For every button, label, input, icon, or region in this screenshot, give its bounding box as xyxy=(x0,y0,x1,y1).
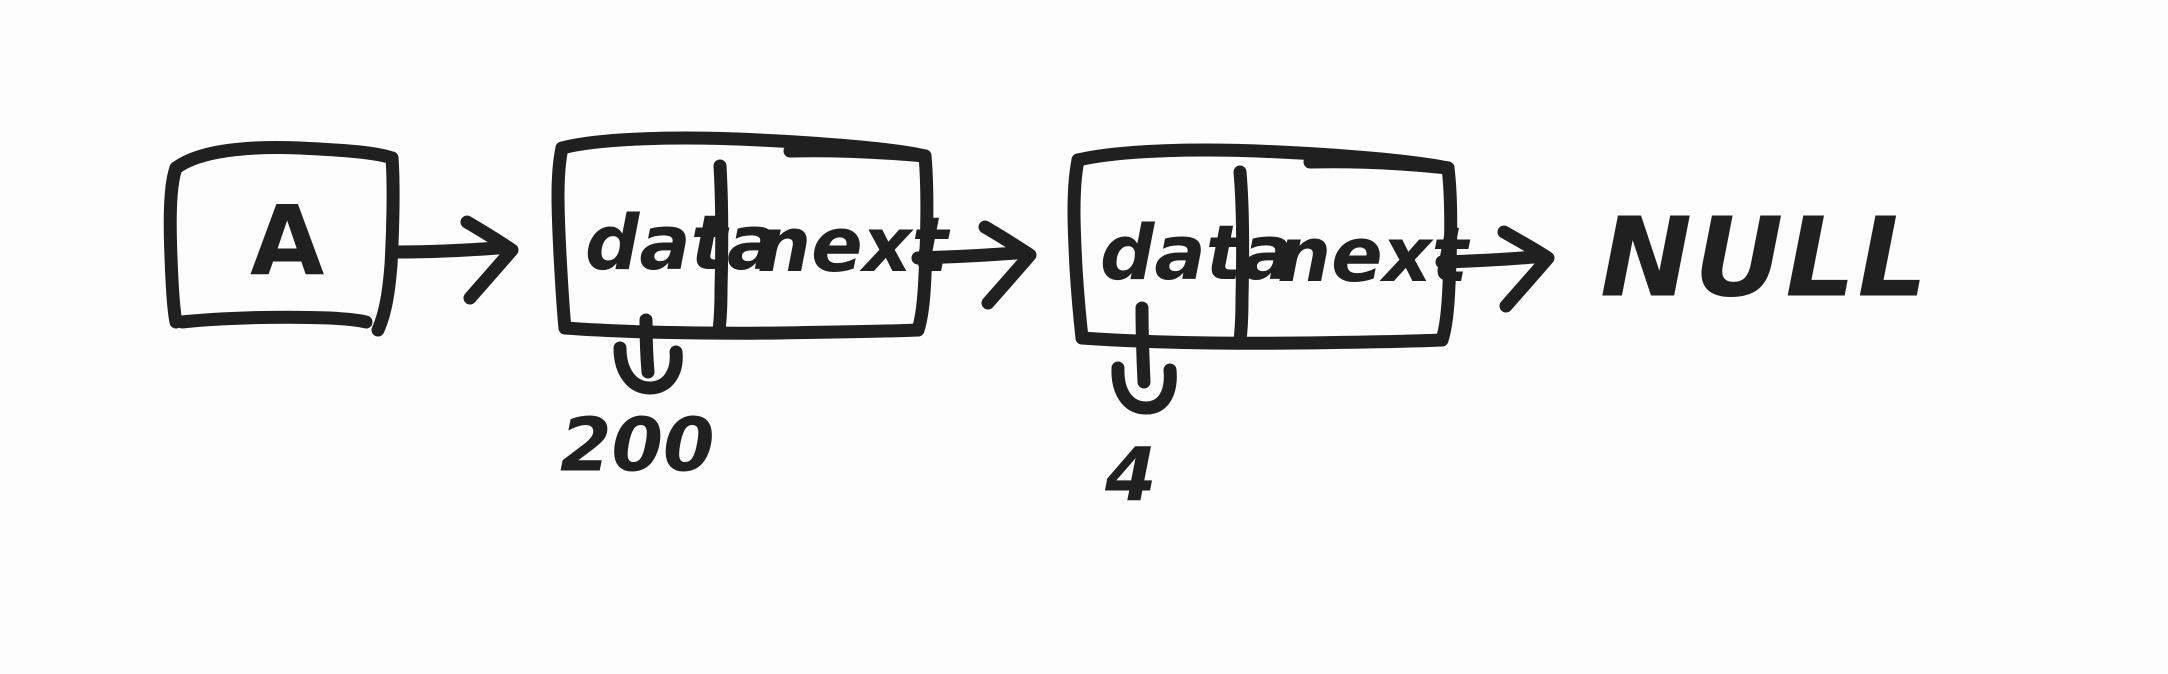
node-1-bottom-edge xyxy=(558,321,925,340)
node-1-hook-curl xyxy=(613,341,683,395)
node-1-next-label: next xyxy=(757,200,951,289)
node-1-data-label: data xyxy=(585,198,778,287)
node-2-bottom-edge xyxy=(1075,331,1449,350)
pointer-box-top-edge xyxy=(169,141,399,175)
node-2-top-edge-overdraw xyxy=(1303,155,1455,175)
node-1-box xyxy=(551,131,934,340)
hook-node-2-data-to-value xyxy=(1111,301,1177,415)
arrow-1-head xyxy=(460,215,519,305)
node-1-top-edge-overdraw xyxy=(783,144,932,163)
hook-node-1-data-to-value xyxy=(613,313,683,395)
arrow-2-shaft xyxy=(911,246,1023,265)
node-1-left-edge xyxy=(551,141,572,335)
node-2-hook-stem xyxy=(1135,301,1151,389)
head-pointer-label: A xyxy=(250,185,324,297)
node-2-right-edge xyxy=(1435,161,1458,347)
pointer-box-bottom-edge xyxy=(175,310,373,329)
pointer-box-left-edge xyxy=(163,161,183,329)
null-terminator-label: NULL xyxy=(1600,193,1930,321)
node-2-value-label: 4 xyxy=(1104,433,1157,519)
node-1-right-edge xyxy=(911,149,934,337)
arrow-2-head xyxy=(978,220,1037,310)
pointer-box-right-edge xyxy=(371,151,400,337)
node-1-value-label: 200 xyxy=(560,403,714,489)
node-2-box xyxy=(1067,143,1458,350)
node-2-cell-divider xyxy=(1233,165,1250,347)
node-2-hook-curl xyxy=(1111,361,1177,415)
node-1-cell-divider xyxy=(712,159,729,337)
arrow-node-1-to-node-2 xyxy=(911,220,1037,310)
arrow-3-shaft xyxy=(1435,250,1541,269)
arrow-1-shaft xyxy=(391,241,505,259)
node-2-data-label: data xyxy=(1100,208,1293,297)
arrow-3-head xyxy=(1497,225,1555,313)
arrow-pointer-to-node-1 xyxy=(391,215,519,305)
node-2-next-label: next xyxy=(1277,210,1471,299)
head-pointer-box xyxy=(163,141,400,337)
arrow-node-2-to-null xyxy=(1435,225,1555,313)
node-2-left-edge xyxy=(1067,153,1089,345)
node-1-hook-stem xyxy=(639,313,655,379)
